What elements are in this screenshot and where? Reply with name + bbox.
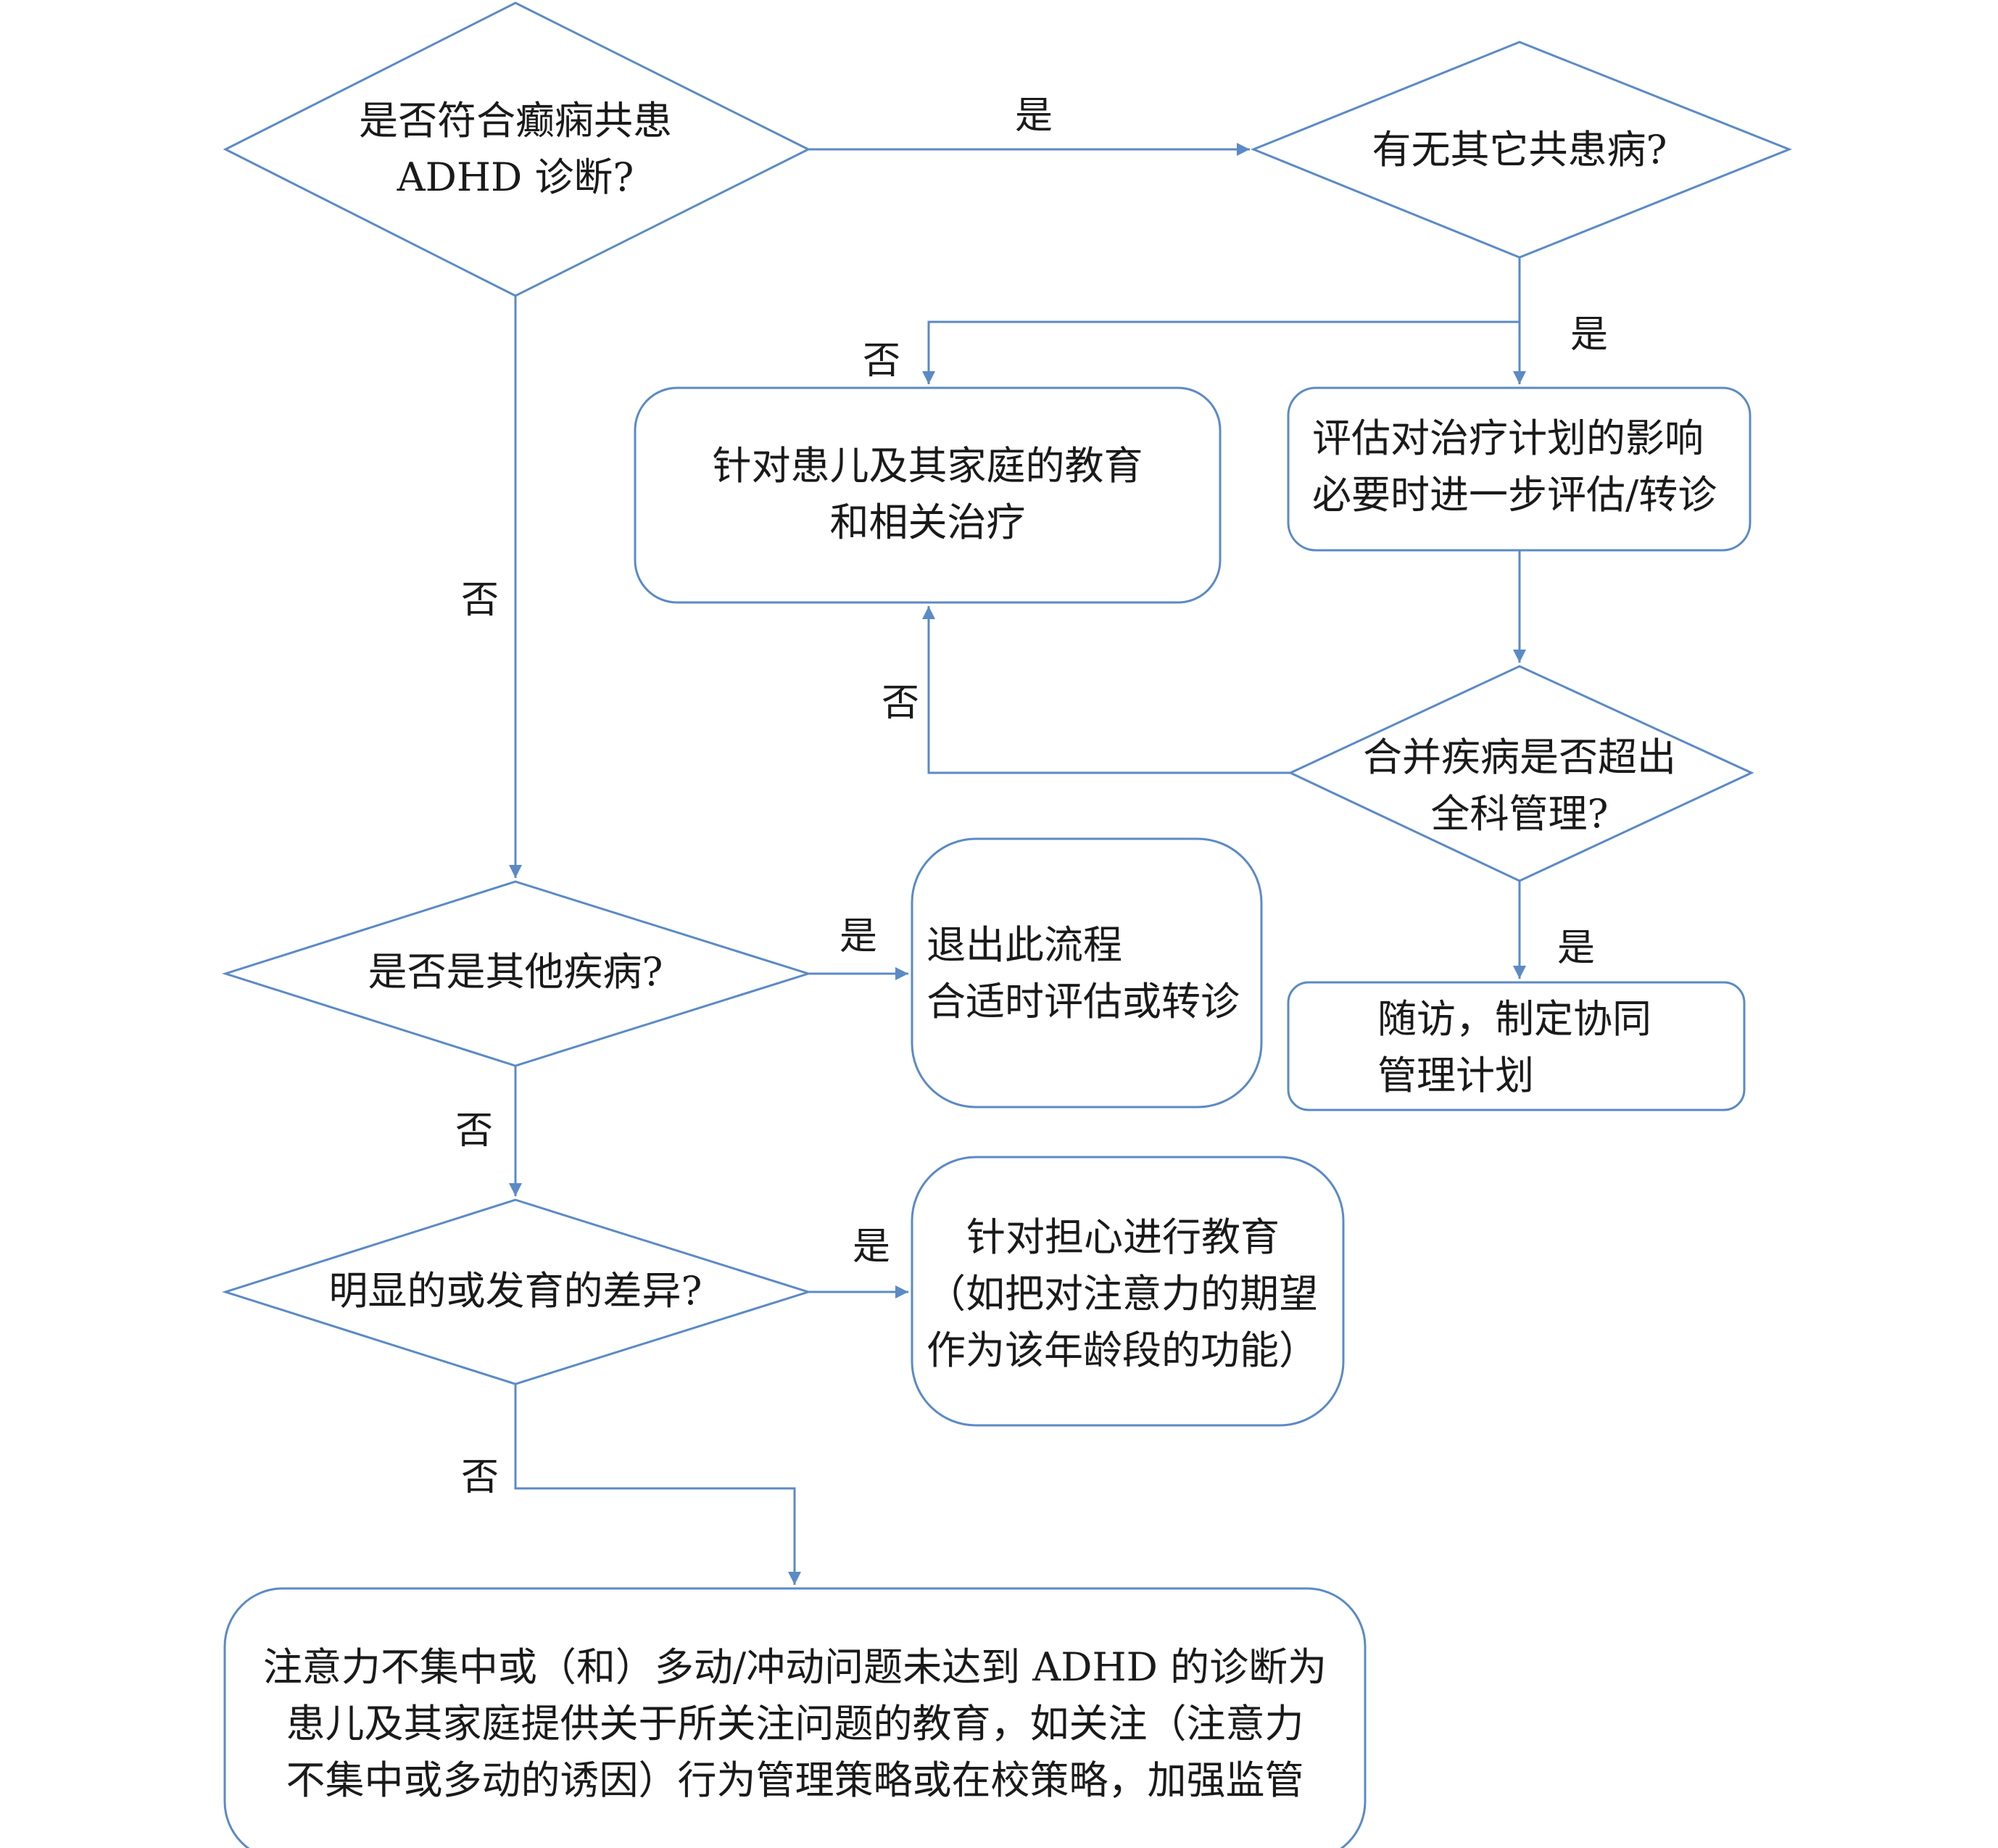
box-exit-shape	[911, 837, 1263, 1109]
decision-other-disease-text: 是否是其他疾病?	[298, 944, 733, 1000]
text-line: 全科管理?	[1430, 791, 1609, 837]
edge-developmental-no-to-subthreshold	[514, 1384, 801, 1585]
box-assess-impact-text: 评估对治疗计划的影响 必要时进一步评估/转诊	[1312, 410, 1733, 523]
edge-label-no: 否	[863, 339, 901, 383]
box-education-treatment-shape	[634, 386, 1222, 604]
text-line: 针对患儿及其家庭的教育	[712, 443, 1143, 489]
edge-label-no: 否	[461, 579, 500, 622]
decision-developmental-text: 明显的或发育的差异?	[276, 1263, 755, 1319]
text-line: 退出此流程	[927, 922, 1122, 968]
text-line: 合适时评估或转诊	[927, 979, 1240, 1024]
box-education-treatment-text: 针对患儿及其家庭的教育 和相关治疗	[635, 438, 1220, 551]
box-subthreshold-shape	[223, 1587, 1367, 1848]
text-line: 评估对治疗计划的影响	[1312, 415, 1704, 461]
box-exit-text: 退出此流程 合适时评估或转诊	[927, 917, 1253, 1030]
text-line: 注意力不集中或（和）多动/冲动问题未达到 ADHD 的诊断为	[262, 1644, 1327, 1690]
text-line: 不集中或多动的诱因）行为管理策略或在校策略，加强监管	[286, 1757, 1304, 1803]
decision-epilepsy-adhd-text: 是否符合癫痫共患 ADHD 诊断?	[298, 93, 733, 206]
text-line: 明显的或发育的差异?	[328, 1268, 702, 1314]
edge-label-no: 否	[455, 1109, 494, 1153]
text-line: ADHD 诊断?	[397, 154, 634, 200]
edge-comorbid-no-to-education	[922, 320, 1520, 384]
text-line: 患儿及其家庭提供关于所关注问题的教育，如关注（注意力	[286, 1701, 1304, 1747]
edge-label-yes: 是	[853, 1225, 891, 1269]
box-followup-text: 随访，制定协同 管理计划	[1377, 991, 1725, 1104]
text-line: 随访，制定协同	[1377, 996, 1651, 1042]
text-line: 合并疾病是否超出	[1363, 734, 1676, 780]
edge-beyond-gp-no-to-education	[922, 606, 1290, 774]
text-line: 是否符合癫痫共患	[359, 98, 672, 144]
text-line: 有无其它共患病?	[1372, 127, 1667, 173]
text-line: 必要时进一步评估/转诊	[1312, 472, 1717, 518]
edge-label-no: 否	[461, 1456, 500, 1499]
box-worry-education-shape	[911, 1156, 1345, 1427]
edge-label-yes: 是	[840, 915, 878, 958]
text-line: 是否是其他疾病?	[368, 949, 663, 995]
edge-label-yes: 是	[1015, 94, 1053, 138]
box-subthreshold-text: 注意力不集中或（和）多动/冲动问题未达到 ADHD 的诊断为 患儿及其家庭提供关…	[225, 1639, 1365, 1809]
decision-other-comorbid-text: 有无其它共患病?	[1302, 122, 1737, 178]
text-line: 作为该年龄段的功能）	[927, 1327, 1318, 1373]
edge-label-yes: 是	[1570, 313, 1609, 357]
text-line: 和相关治疗	[829, 500, 1026, 545]
text-line: 管理计划	[1377, 1053, 1534, 1098]
edge-label-no: 否	[882, 681, 920, 725]
text-line: （如把对注意力的期望	[927, 1271, 1318, 1317]
box-worry-education-text: 针对担心进行教育 （如把对注意力的期望 作为该年龄段的功能）	[927, 1209, 1340, 1379]
text-line: 针对担心进行教育	[966, 1214, 1280, 1260]
box-followup-shape	[1287, 981, 1746, 1111]
edge-label-yes: 是	[1557, 927, 1596, 970]
decision-beyond-gp-text: 合并疾病是否超出 全科管理?	[1338, 729, 1701, 842]
